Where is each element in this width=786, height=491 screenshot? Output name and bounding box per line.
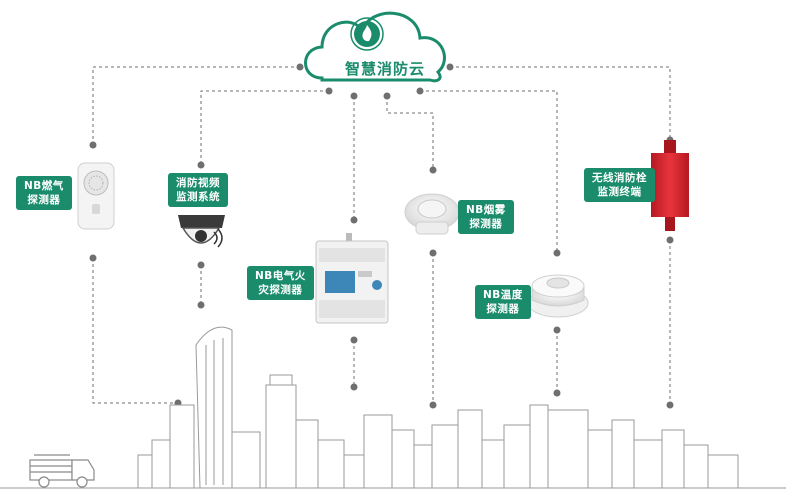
- city-skyline: [0, 326, 786, 489]
- electric-meter-device: [315, 233, 389, 324]
- connection-lines: [92, 66, 671, 405]
- temperature-detector-device: [527, 274, 589, 318]
- gas-detector-device: [77, 162, 115, 230]
- label-temperature-detector: NB温度 探测器: [475, 285, 531, 319]
- label-electric-detector: NB电气火 灾探测器: [247, 266, 314, 300]
- fire-truck: [29, 454, 95, 488]
- hydrant-monitor-device: [651, 140, 689, 231]
- label-hydrant-monitor: 无线消防栓 监测终端: [584, 168, 655, 202]
- connection-dots: [89, 63, 674, 409]
- label-smoke-detector: NB烟雾 探测器: [458, 200, 514, 234]
- smoke-detector-device: [404, 193, 460, 235]
- camera-device: [178, 215, 225, 248]
- label-gas-detector: NB燃气 探测器: [16, 176, 72, 210]
- cloud-icon: [304, 11, 446, 83]
- cloud-title: 智慧消防云: [344, 60, 425, 78]
- label-video-monitor: 消防视频 监测系统: [168, 173, 228, 207]
